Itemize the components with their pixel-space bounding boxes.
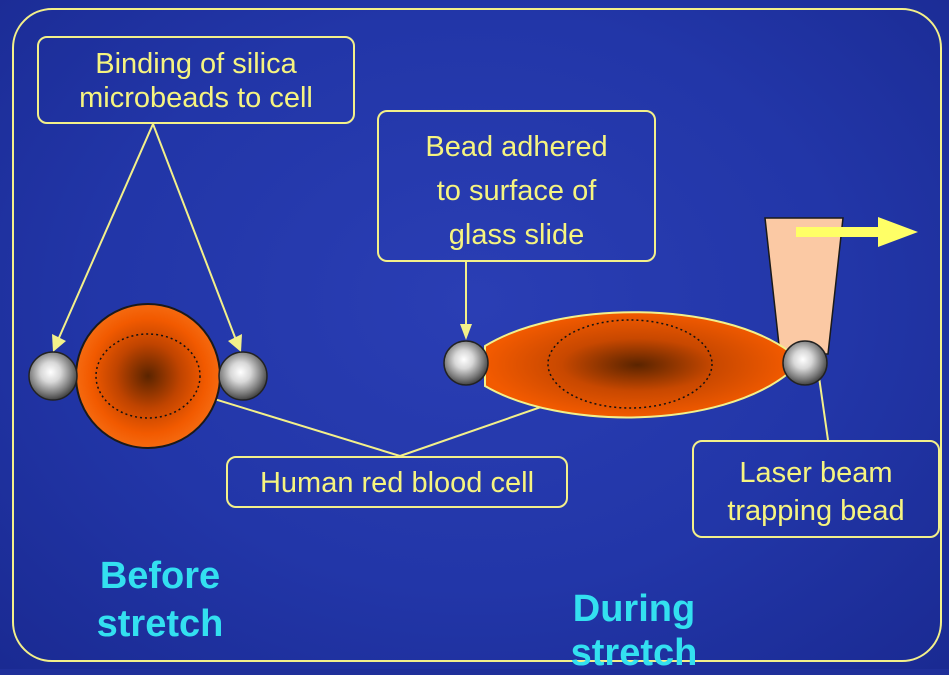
laser-beam (765, 218, 843, 354)
callout-bead-adhered: Bead adhered to surface of glass slide (377, 110, 656, 262)
callout-binding-line2: microbeads to cell (39, 81, 353, 115)
callout-laser-line1: Laser beam (694, 454, 938, 492)
bead-glass-slide (444, 341, 488, 385)
caption-before-stretch: Before stretch (60, 552, 260, 648)
callout-red-blood-cell: Human red blood cell (226, 456, 568, 508)
callout-bead-adhered-line1: Bead adhered (379, 125, 654, 169)
caption-before-line2: stretch (60, 600, 260, 648)
caption-during-line1: During (534, 587, 734, 631)
callout-laser-line2: trapping bead (694, 492, 938, 530)
callout-red-blood-cell-text: Human red blood cell (228, 466, 566, 500)
bead-right (219, 352, 267, 400)
callout-bead-adhered-line3: glass slide (379, 213, 654, 257)
callout-binding: Binding of silica microbeads to cell (37, 36, 355, 124)
caption-during-line2: stretch (534, 631, 734, 675)
red-blood-cell-round (76, 304, 220, 448)
red-blood-cell-stretched (485, 312, 790, 417)
bead-laser-trapped (783, 341, 827, 385)
callout-laser: Laser beam trapping bead (692, 440, 940, 538)
caption-during-stretch: During stretch (534, 587, 734, 675)
callout-binding-line1: Binding of silica (39, 47, 353, 81)
callout-bead-adhered-line2: to surface of (379, 169, 654, 213)
caption-before-line1: Before (60, 552, 260, 600)
bead-left (29, 352, 77, 400)
